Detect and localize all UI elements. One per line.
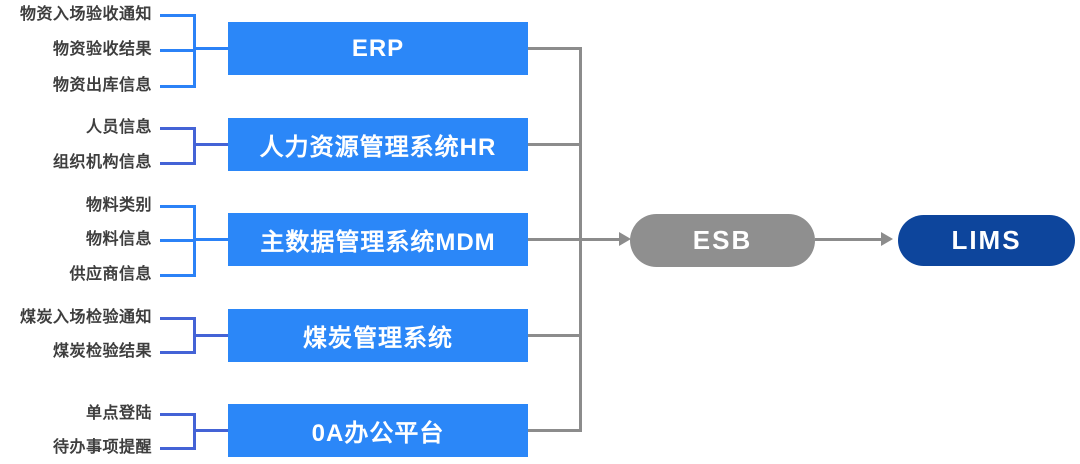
- bus-connector-line: [528, 143, 579, 146]
- input-label: 煤炭入场检验通知: [19, 309, 152, 326]
- bus-line: [579, 47, 582, 432]
- input-label: 单点登陆: [85, 405, 152, 422]
- system-box-coal: 煤炭管理系统: [228, 309, 528, 362]
- input-label: 物料类别: [85, 197, 152, 214]
- connector-line: [160, 205, 193, 208]
- arrow-right-icon: [881, 232, 893, 246]
- bracket-line: [193, 127, 196, 165]
- input-label: 组织机构信息: [52, 154, 152, 171]
- input-label: 物资入场验收通知: [19, 6, 152, 23]
- input-label: 供应商信息: [69, 266, 152, 283]
- connector-line: [196, 143, 228, 146]
- lims-arrow-line: [815, 238, 882, 241]
- connector-line: [160, 351, 193, 354]
- bracket-line: [193, 14, 196, 88]
- system-box-hr: 人力资源管理系统HR: [228, 118, 528, 171]
- input-label: 物料信息: [85, 231, 152, 248]
- connector-line: [196, 334, 228, 337]
- bracket-line: [193, 413, 196, 450]
- connector-line: [160, 447, 193, 450]
- esb-arrow-line: [582, 238, 620, 241]
- bus-connector-line: [528, 238, 579, 241]
- bus-connector-line: [528, 334, 579, 337]
- system-box-mdm: 主数据管理系统MDM: [228, 213, 528, 266]
- input-label: 待办事项提醒: [52, 439, 152, 456]
- input-label: 物资出库信息: [52, 77, 152, 94]
- connector-line: [160, 85, 193, 88]
- connector-line: [196, 238, 228, 241]
- connector-line: [160, 274, 193, 277]
- connector-line: [160, 14, 193, 17]
- bus-connector-line: [528, 429, 579, 432]
- system-box-erp: ERP: [228, 22, 528, 75]
- lims-node: LIMS: [898, 215, 1075, 266]
- connector-line: [196, 47, 228, 50]
- bracket-line: [193, 205, 196, 277]
- bus-connector-line: [528, 47, 579, 50]
- connector-line: [160, 49, 193, 52]
- esb-node: ESB: [630, 214, 815, 267]
- system-box-oa: 0A办公平台: [228, 404, 528, 457]
- bracket-line: [193, 317, 196, 354]
- connector-line: [196, 429, 228, 432]
- input-label: 煤炭检验结果: [52, 343, 152, 360]
- connector-line: [160, 239, 193, 242]
- arrow-right-icon: [619, 232, 631, 246]
- connector-line: [160, 162, 193, 165]
- input-label: 物资验收结果: [52, 41, 152, 58]
- input-label: 人员信息: [85, 119, 152, 136]
- connector-line: [160, 127, 193, 130]
- connector-line: [160, 317, 193, 320]
- connector-line: [160, 413, 193, 416]
